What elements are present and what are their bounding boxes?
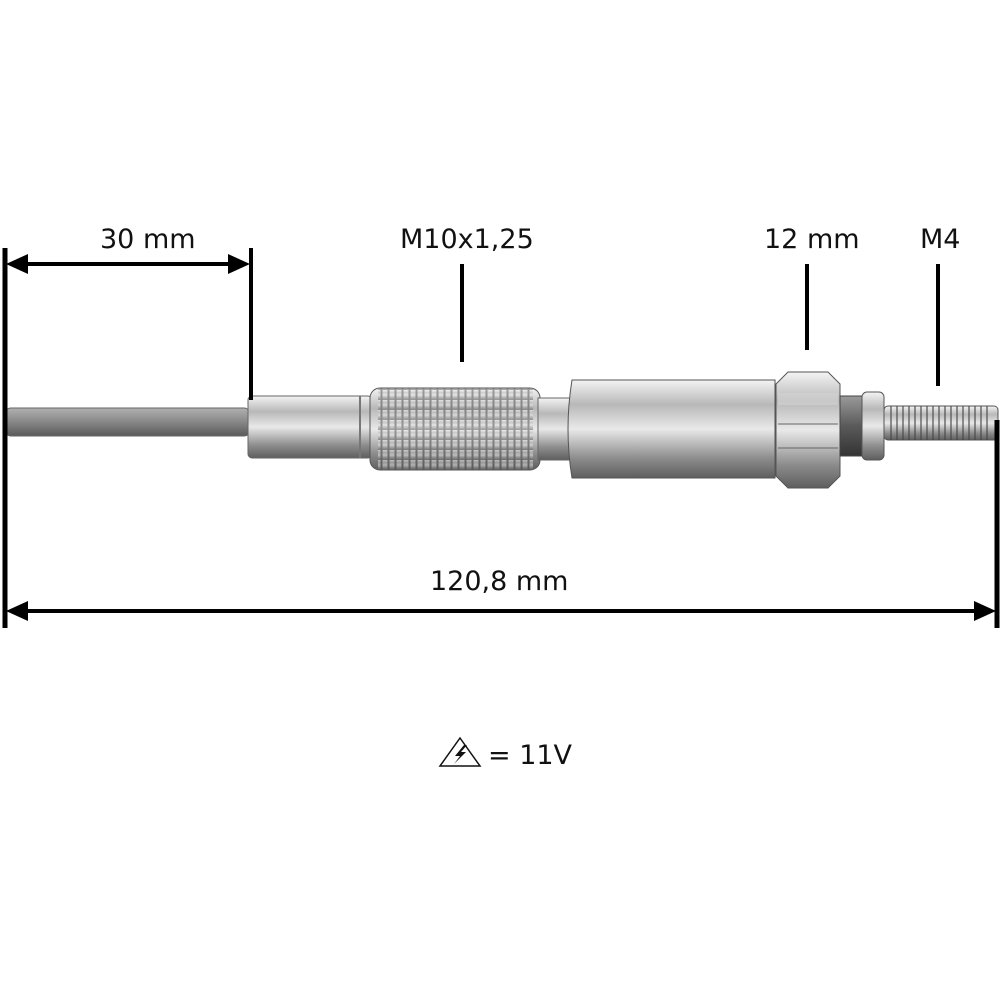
terminal-thread-label: M4 [920, 224, 961, 255]
dimension-overall-length [6, 420, 1000, 628]
overall-length-label: 120,8 mm [430, 566, 569, 597]
voltage-text: = 11V [488, 740, 573, 771]
threaded-body [369, 387, 541, 471]
voltage-rating: = 11V [438, 736, 572, 775]
hex-nut [775, 371, 841, 489]
heater-rod [4, 407, 251, 437]
tip-length-label: 30 mm [100, 224, 196, 255]
dimension-tip-length [2, 248, 253, 628]
glow-plug-sleeve [247, 395, 373, 459]
warning-lightning-icon [438, 736, 482, 775]
hex-label: 12 mm [764, 224, 860, 255]
terminal-stud [883, 405, 999, 441]
thread-label: M10x1,25 [400, 224, 534, 255]
smooth-shank [567, 379, 776, 479]
terminal-insulator [839, 391, 885, 461]
